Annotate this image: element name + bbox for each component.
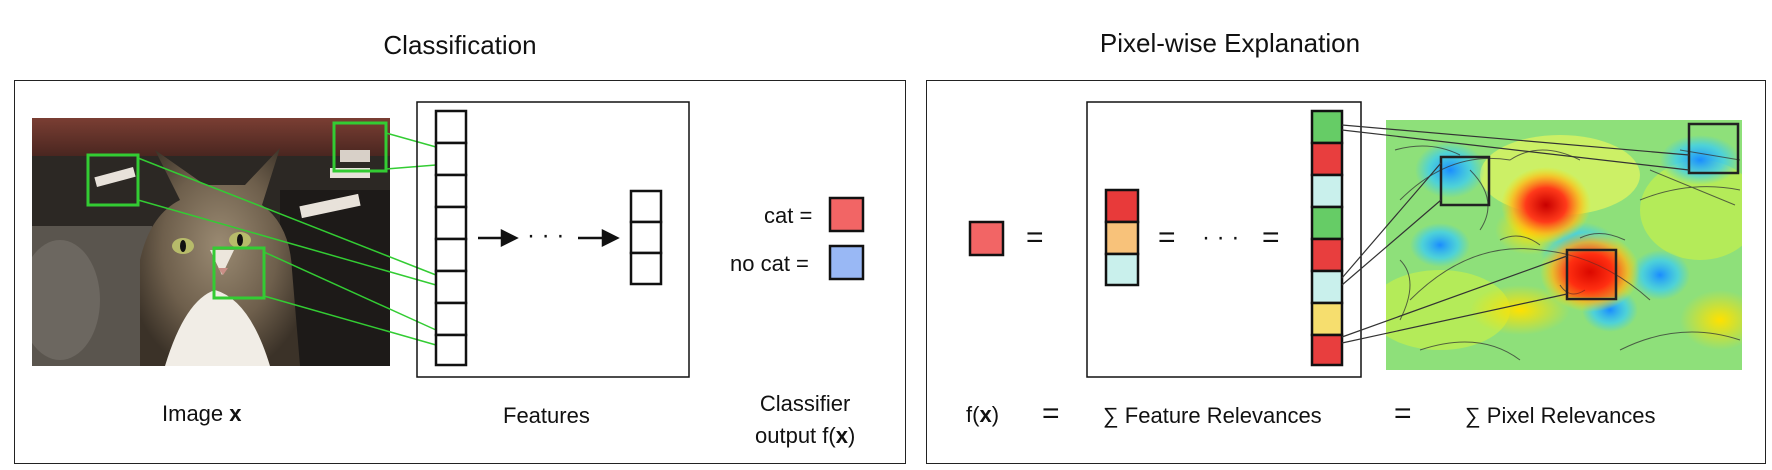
- patch-box-eye: [212, 246, 266, 300]
- mid-relevance-cell: [1104, 252, 1140, 287]
- relevance-dots: · · ·: [1202, 224, 1240, 251]
- feature-relevance-cell: [1310, 141, 1344, 177]
- patch-box-left: [86, 153, 140, 207]
- feature-cell: [434, 237, 468, 273]
- classifier-label: Classifier output f(x): [755, 388, 855, 452]
- patch-boxes: [86, 121, 388, 300]
- feature-cell: [434, 109, 468, 145]
- feature-relevance-cell: [1310, 301, 1344, 337]
- feature-relevance-cell: [1310, 109, 1344, 145]
- feature-relevance-cell: [1310, 205, 1344, 241]
- nocat-label: no cat =: [730, 251, 809, 276]
- small-feature-cell: [629, 251, 663, 286]
- feature-cell: [434, 301, 468, 337]
- feature-relevance-cell: [1310, 333, 1344, 367]
- small-feature-cell: [629, 189, 663, 224]
- relevance-box: [1086, 101, 1362, 378]
- small-feature-column: [629, 189, 663, 286]
- feature-cell: [434, 333, 468, 367]
- patch-box-top-right: [332, 121, 388, 173]
- image-label: Image x: [162, 401, 242, 427]
- small-feature-cell: [629, 220, 663, 255]
- feature-relevance-column: [1310, 109, 1344, 367]
- feature-cell: [434, 269, 468, 305]
- cat-label: cat =: [764, 203, 813, 228]
- mid-relevance-cell: [1104, 220, 1140, 256]
- cat-output-box: [828, 196, 865, 233]
- classifier-line2: output f(x): [755, 423, 856, 448]
- layer-dots: · · ·: [527, 222, 565, 249]
- feature-relevances-label: ∑ Feature Relevances: [1103, 403, 1322, 428]
- equals-sign: =: [1262, 221, 1280, 254]
- features-box: [416, 101, 690, 378]
- fx-label: f(x): [966, 402, 1000, 427]
- nocat-output-box: [828, 244, 865, 281]
- relevance-heatmap: [1386, 120, 1742, 370]
- classification-title: Classification: [383, 30, 537, 60]
- features-label: Features: [503, 403, 590, 428]
- explanation-panel: [926, 80, 1766, 464]
- mid-relevance-cell: [1104, 188, 1140, 224]
- equals-sign: =: [1026, 221, 1044, 254]
- classification-panel: [14, 80, 906, 464]
- feature-relevance-cell: [1310, 173, 1344, 209]
- equals-sign: =: [1042, 397, 1060, 430]
- equals-sign: =: [1394, 397, 1412, 430]
- layer-arrows: [478, 228, 620, 248]
- heatmap-patch-eye: [1565, 248, 1618, 301]
- relevance-lines: [1341, 124, 1690, 344]
- patch-lines: [137, 132, 437, 346]
- feature-cell: [434, 173, 468, 209]
- image-label-text: Image: [162, 401, 224, 426]
- heatmap-patch-top-right: [1687, 122, 1740, 175]
- feature-column: [434, 109, 468, 367]
- explanation-title: Pixel-wise Explanation: [1099, 28, 1361, 58]
- equals-sign: =: [1158, 221, 1176, 254]
- heatmap-patch-left: [1439, 155, 1491, 207]
- image-label-var: x: [229, 401, 242, 426]
- feature-relevance-cell: [1310, 237, 1344, 273]
- feature-cell: [434, 141, 468, 177]
- heatmap-patch-boxes: [1439, 122, 1740, 301]
- pixel-relevances-label: ∑ Pixel Relevances: [1465, 403, 1656, 428]
- explained-output-box: [968, 220, 1005, 257]
- mid-relevance-column: [1104, 188, 1140, 287]
- cat-photo: [32, 118, 390, 366]
- feature-cell: [434, 205, 468, 241]
- classifier-line1: Classifier: [759, 391, 851, 416]
- feature-relevance-cell: [1310, 269, 1344, 305]
